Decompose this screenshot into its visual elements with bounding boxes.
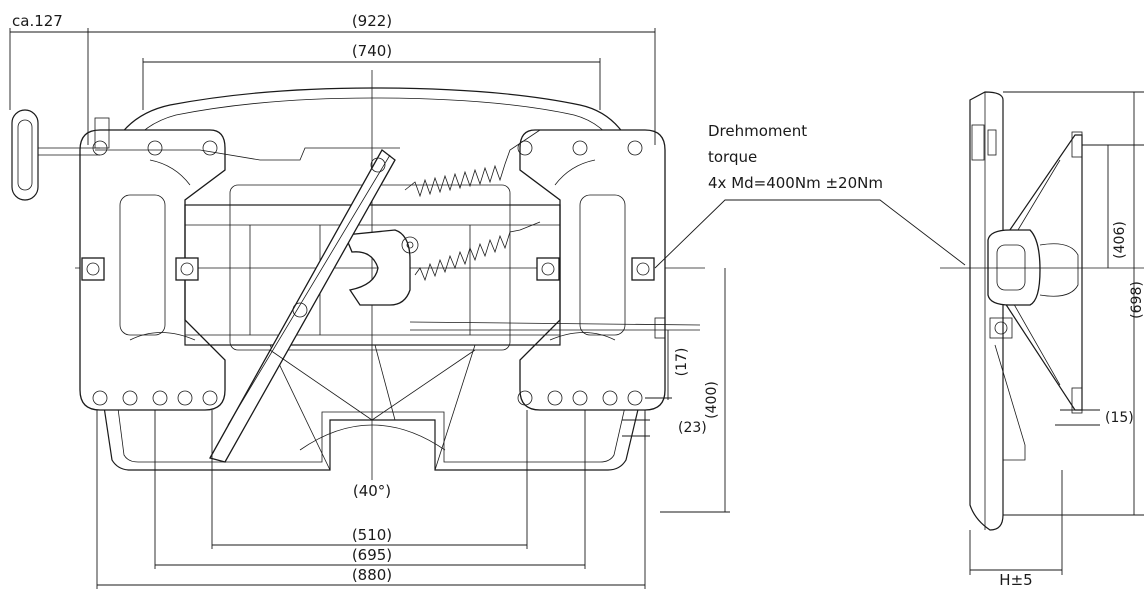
mounting-bolt-head (541, 262, 555, 276)
mounting-bolt (536, 257, 560, 281)
label-dim-698: (698) (1129, 281, 1144, 319)
base-skid-inner (114, 384, 631, 463)
bolt-hole (147, 140, 163, 156)
bolt-hole (627, 390, 643, 406)
wedge-left (269, 344, 331, 471)
side-dimension-lines (969, 91, 1144, 575)
torque-note-line2: torque (708, 148, 757, 166)
side-coupling-pin (987, 229, 1041, 306)
dimension-lines (9, 28, 966, 589)
side-housing (969, 91, 1004, 531)
labels: ca.127 (922) (740) (40°) (510) (695) (88… (12, 12, 1144, 589)
release-handle (11, 109, 39, 201)
side-coupling-plate (1002, 134, 1083, 411)
jaw-pivot (401, 236, 419, 254)
bolt-hole (202, 140, 218, 156)
label-overhang: ca.127 (12, 12, 63, 30)
label-angle: (40°) (353, 482, 391, 500)
side-jaw-outline (1039, 243, 1079, 297)
release-handle-grip (17, 119, 33, 191)
angle-ray-left (269, 349, 373, 421)
label-dim-17: (17) (674, 348, 690, 377)
label-base-695: (695) (352, 546, 392, 564)
bolt-hole (92, 140, 108, 156)
right-plate-cutout (579, 194, 626, 336)
bolt-hole (572, 390, 588, 406)
side-bolt (989, 317, 1013, 339)
label-frame-width: (740) (352, 42, 392, 60)
wedge-right (434, 344, 476, 471)
side-plate-bottom-lug (1071, 387, 1083, 414)
bolt-hole (122, 390, 138, 406)
label-base-880: (880) (352, 566, 392, 584)
side-handle-bracket (971, 124, 985, 161)
bolt-hole (547, 390, 563, 406)
bolt-hole (202, 390, 218, 406)
mounting-bolt (81, 257, 105, 281)
side-pin-inner (996, 244, 1026, 291)
upper-spring (404, 129, 541, 198)
mounting-bolts (81, 257, 655, 281)
torque-note-line3: 4x Md=400Nm ±20Nm (708, 174, 883, 192)
release-rod (409, 321, 701, 326)
side-plate-top-lug (1071, 131, 1083, 158)
mounting-bolt-head (86, 262, 100, 276)
jaw-pivot-center (406, 241, 414, 249)
bolt-hole (92, 390, 108, 406)
upper-linkage (95, 147, 400, 161)
torque-note-line1: Drehmoment (708, 122, 807, 140)
label-overall-width: (922) (352, 12, 392, 30)
left-plate-slot-upper (149, 159, 191, 186)
wedge-center (374, 344, 396, 421)
label-dim-23: (23) (678, 420, 707, 436)
lever-pivot-top (370, 157, 386, 173)
mounting-bolt (175, 257, 199, 281)
angle-arc (299, 424, 446, 451)
base-skid (99, 379, 646, 471)
bolt-hole (572, 140, 588, 156)
label-dim-406: (406) (1112, 221, 1128, 259)
angle-ray-right (371, 349, 476, 421)
coupling-jaw (344, 229, 411, 306)
housing-outline (99, 87, 646, 380)
lower-spring (414, 221, 541, 282)
release-lever (209, 149, 396, 463)
left-plate-cutout (119, 194, 166, 336)
label-dim-15: (15) (1105, 410, 1134, 426)
release-lever-inner-line (227, 154, 391, 426)
label-height: H±5 (999, 571, 1032, 589)
central-frame (184, 204, 561, 346)
torque-leader (654, 199, 966, 269)
bolt-hole (602, 390, 618, 406)
rod-nut (654, 317, 666, 339)
lever-pivot-mid (292, 302, 308, 318)
mounting-bolt-head (636, 262, 650, 276)
inner-housing (229, 184, 511, 351)
label-dim-400: (400) (704, 381, 720, 419)
bolt-hole (517, 140, 533, 156)
mounting-bolt (631, 257, 655, 281)
bolt-hole (152, 390, 168, 406)
front-view (9, 28, 966, 589)
mounting-bolt-head (180, 262, 194, 276)
release-handle-rod (38, 147, 100, 156)
bolt-holes (92, 140, 643, 406)
bolt-hole (517, 390, 533, 406)
bolt-hole (627, 140, 643, 156)
bolt-hole (177, 390, 193, 406)
side-lower-skid (994, 344, 1026, 461)
right-plate-slot-upper (554, 159, 596, 186)
handle-bracket (94, 117, 110, 149)
side-view (940, 91, 1144, 575)
label-base-510: (510) (352, 526, 392, 544)
side-bolt-head (994, 321, 1008, 335)
side-handle-bracket-2 (987, 129, 997, 156)
